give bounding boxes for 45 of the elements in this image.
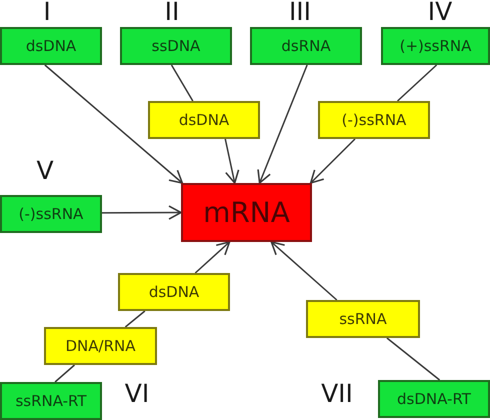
node-label: mRNA: [203, 195, 290, 230]
mrna-box: [181, 183, 312, 242]
node-label: (-)ssRNA: [18, 204, 84, 224]
intermediate-box: [44, 327, 157, 365]
node-label: dsDNA: [178, 110, 230, 130]
node-label: (-)ssRNA: [342, 110, 406, 130]
connector-line: [386, 337, 440, 381]
roman-numeral: V: [36, 158, 54, 183]
node-label: ssRNA-RT: [15, 392, 87, 410]
node-label: DNA/RNA: [66, 336, 136, 356]
roman-numeral: VII: [321, 381, 353, 406]
roman-numeral: VI: [124, 381, 150, 406]
node-label: dsDNA: [148, 282, 200, 302]
roman-numeral: IV: [428, 0, 452, 24]
node-label: ssRNA: [339, 310, 387, 328]
genome-type-box: [250, 27, 362, 65]
roman-numeral: II: [164, 0, 180, 24]
connector-line: [397, 64, 438, 102]
arrow: [44, 64, 184, 184]
arrow: [257, 64, 308, 184]
roman-numeral: I: [43, 0, 51, 24]
genome-type-box: [381, 27, 490, 65]
genome-type-box: [0, 195, 102, 233]
arrow: [194, 241, 230, 274]
connector-line: [170, 64, 194, 102]
intermediate-box: [306, 300, 420, 338]
intermediate-box: [148, 101, 260, 139]
arrow: [224, 138, 240, 184]
node-label: dsDNA: [26, 36, 76, 56]
connector-line: [124, 310, 146, 328]
genome-type-box: [378, 380, 490, 418]
node-label: ssDNA: [152, 36, 200, 56]
genome-type-box: [120, 27, 232, 65]
genome-type-box: [0, 27, 102, 65]
connector-line: [54, 364, 75, 383]
node-label: (+)ssRNA: [400, 36, 472, 56]
arrow: [102, 205, 182, 220]
roman-numeral: III: [288, 0, 312, 24]
node-label: dsDNA-RT: [397, 390, 471, 408]
genome-type-box: [0, 382, 102, 420]
arrow: [270, 241, 338, 301]
intermediate-box: [118, 273, 230, 311]
node-label: dsRNA: [281, 36, 331, 56]
arrow: [310, 138, 356, 184]
intermediate-box: [318, 101, 430, 139]
